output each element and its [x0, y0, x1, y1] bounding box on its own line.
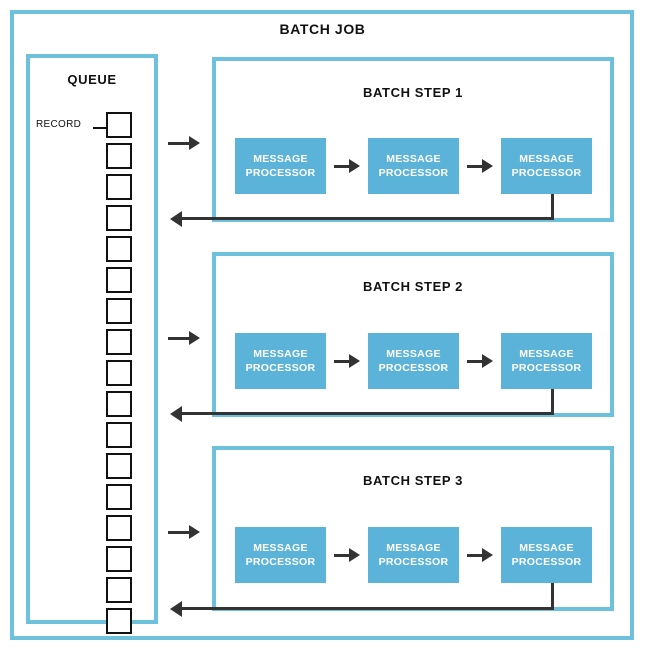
queue-record-box: [106, 298, 132, 324]
queue-frame: [26, 54, 158, 624]
message-processor-2-3[interactable]: MESSAGE PROCESSOR: [501, 333, 592, 389]
processor-flow-arrow-head: [482, 548, 493, 562]
processor-flow-arrow-line: [334, 554, 349, 557]
message-processor-2-1[interactable]: MESSAGE PROCESSOR: [235, 333, 326, 389]
message-processor-3-1[interactable]: MESSAGE PROCESSOR: [235, 527, 326, 583]
queue-to-step-arrow-head-3: [189, 525, 200, 539]
processor-label-line2: PROCESSOR: [511, 167, 582, 179]
queue-to-step-arrow-line-2: [168, 337, 191, 340]
processor-label-line2: PROCESSOR: [511, 556, 582, 568]
queue-record-box: [106, 515, 132, 541]
processor-label-line1: MESSAGE: [519, 153, 574, 165]
processor-label-line1: MESSAGE: [386, 348, 441, 360]
batch-step-title-1: BATCH STEP 1: [363, 85, 463, 100]
message-processor-1-3[interactable]: MESSAGE PROCESSOR: [501, 138, 592, 194]
batch-step-frame-2: [212, 252, 614, 417]
queue-record-box: [106, 484, 132, 510]
step-return-drop-line-1: [551, 194, 554, 219]
message-processor-1-1[interactable]: MESSAGE PROCESSOR: [235, 138, 326, 194]
queue-record-box: [106, 391, 132, 417]
processor-label-line1: MESSAGE: [519, 348, 574, 360]
step-return-arrow-head-1: [170, 211, 182, 227]
record-label: RECORD: [36, 119, 82, 130]
step-return-drop-line-2: [551, 389, 554, 414]
processor-flow-arrow-line: [467, 165, 482, 168]
queue-record-box: [106, 577, 132, 603]
processor-flow-arrow-line: [334, 360, 349, 363]
queue-title: QUEUE: [67, 72, 117, 87]
processor-flow-arrow-line: [467, 554, 482, 557]
queue-record-box: [106, 329, 132, 355]
processor-label-line2: PROCESSOR: [245, 167, 316, 179]
queue-to-step-arrow-line-1: [168, 142, 191, 145]
queue-record-list: [106, 112, 136, 639]
processor-flow-arrow-head: [349, 159, 360, 173]
step-return-arrow-head-3: [170, 601, 182, 617]
queue-to-step-arrow-line-3: [168, 531, 191, 534]
queue-record-box: [106, 143, 132, 169]
step-return-arrow-line-2: [182, 412, 554, 415]
queue-record-box: [106, 360, 132, 386]
processor-flow-arrow-head: [349, 548, 360, 562]
processor-flow-arrow-line: [334, 165, 349, 168]
processor-label-line2: PROCESSOR: [511, 362, 582, 374]
queue-to-step-arrow-head-2: [189, 331, 200, 345]
processor-flow-arrow-head: [349, 354, 360, 368]
queue-record-box: [106, 236, 132, 262]
batch-job-frame: [10, 10, 634, 640]
queue-to-step-arrow-head-1: [189, 136, 200, 150]
queue-record-box: [106, 267, 132, 293]
queue-record-box: [106, 422, 132, 448]
batch-step-title-2: BATCH STEP 2: [363, 279, 463, 294]
processor-label-line2: PROCESSOR: [378, 362, 449, 374]
processor-label-line1: MESSAGE: [253, 153, 308, 165]
message-processor-3-2[interactable]: MESSAGE PROCESSOR: [368, 527, 459, 583]
processor-label-line2: PROCESSOR: [245, 362, 316, 374]
message-processor-3-3[interactable]: MESSAGE PROCESSOR: [501, 527, 592, 583]
message-processor-1-2[interactable]: MESSAGE PROCESSOR: [368, 138, 459, 194]
record-leader-line: [93, 127, 108, 129]
processor-flow-arrow-head: [482, 159, 493, 173]
processor-label-line1: MESSAGE: [253, 542, 308, 554]
queue-record-box: [106, 174, 132, 200]
processor-label-line1: MESSAGE: [519, 542, 574, 554]
batch-job-title: BATCH JOB: [279, 21, 366, 37]
processor-flow-arrow-line: [467, 360, 482, 363]
queue-record-box: [106, 205, 132, 231]
queue-record-box: [106, 112, 132, 138]
queue-record-box: [106, 546, 132, 572]
processor-label-line2: PROCESSOR: [378, 556, 449, 568]
queue-record-box: [106, 608, 132, 634]
message-processor-2-2[interactable]: MESSAGE PROCESSOR: [368, 333, 459, 389]
processor-flow-arrow-head: [482, 354, 493, 368]
batch-step-frame-1: [212, 57, 614, 222]
processor-label-line1: MESSAGE: [386, 153, 441, 165]
step-return-arrow-head-2: [170, 406, 182, 422]
step-return-drop-line-3: [551, 583, 554, 609]
processor-label-line2: PROCESSOR: [378, 167, 449, 179]
processor-label-line1: MESSAGE: [386, 542, 441, 554]
step-return-arrow-line-1: [182, 217, 554, 220]
batch-step-title-3: BATCH STEP 3: [363, 473, 463, 488]
processor-label-line2: PROCESSOR: [245, 556, 316, 568]
processor-label-line1: MESSAGE: [253, 348, 308, 360]
queue-record-box: [106, 453, 132, 479]
step-return-arrow-line-3: [182, 607, 554, 610]
